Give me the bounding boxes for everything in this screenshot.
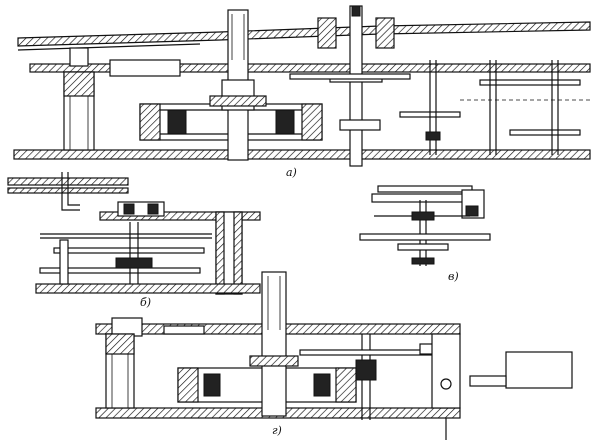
view-b-label: б) <box>140 296 152 309</box>
view-a-screw-1 <box>317 17 337 49</box>
view-a-screw-2 <box>375 17 395 49</box>
view-g-side-block <box>505 351 573 389</box>
view-g-section <box>95 271 573 440</box>
view-b-section <box>7 172 261 295</box>
view-a-top-bridge <box>17 21 591 47</box>
view-a-section <box>13 5 591 167</box>
view-g-label: г) <box>272 424 282 437</box>
view-a-second-arbor <box>349 5 363 167</box>
view-a-label: а) <box>286 166 297 179</box>
view-b-upper-plate <box>99 211 261 221</box>
view-v-label: в) <box>448 270 459 283</box>
view-v-section <box>359 185 491 266</box>
view-v-lower-wheel <box>359 233 491 241</box>
view-g-main-arbor <box>261 271 287 417</box>
view-a-lower-plate <box>13 149 591 160</box>
view-b-lower-plate <box>35 283 261 294</box>
view-a-upper-plate <box>29 63 591 73</box>
